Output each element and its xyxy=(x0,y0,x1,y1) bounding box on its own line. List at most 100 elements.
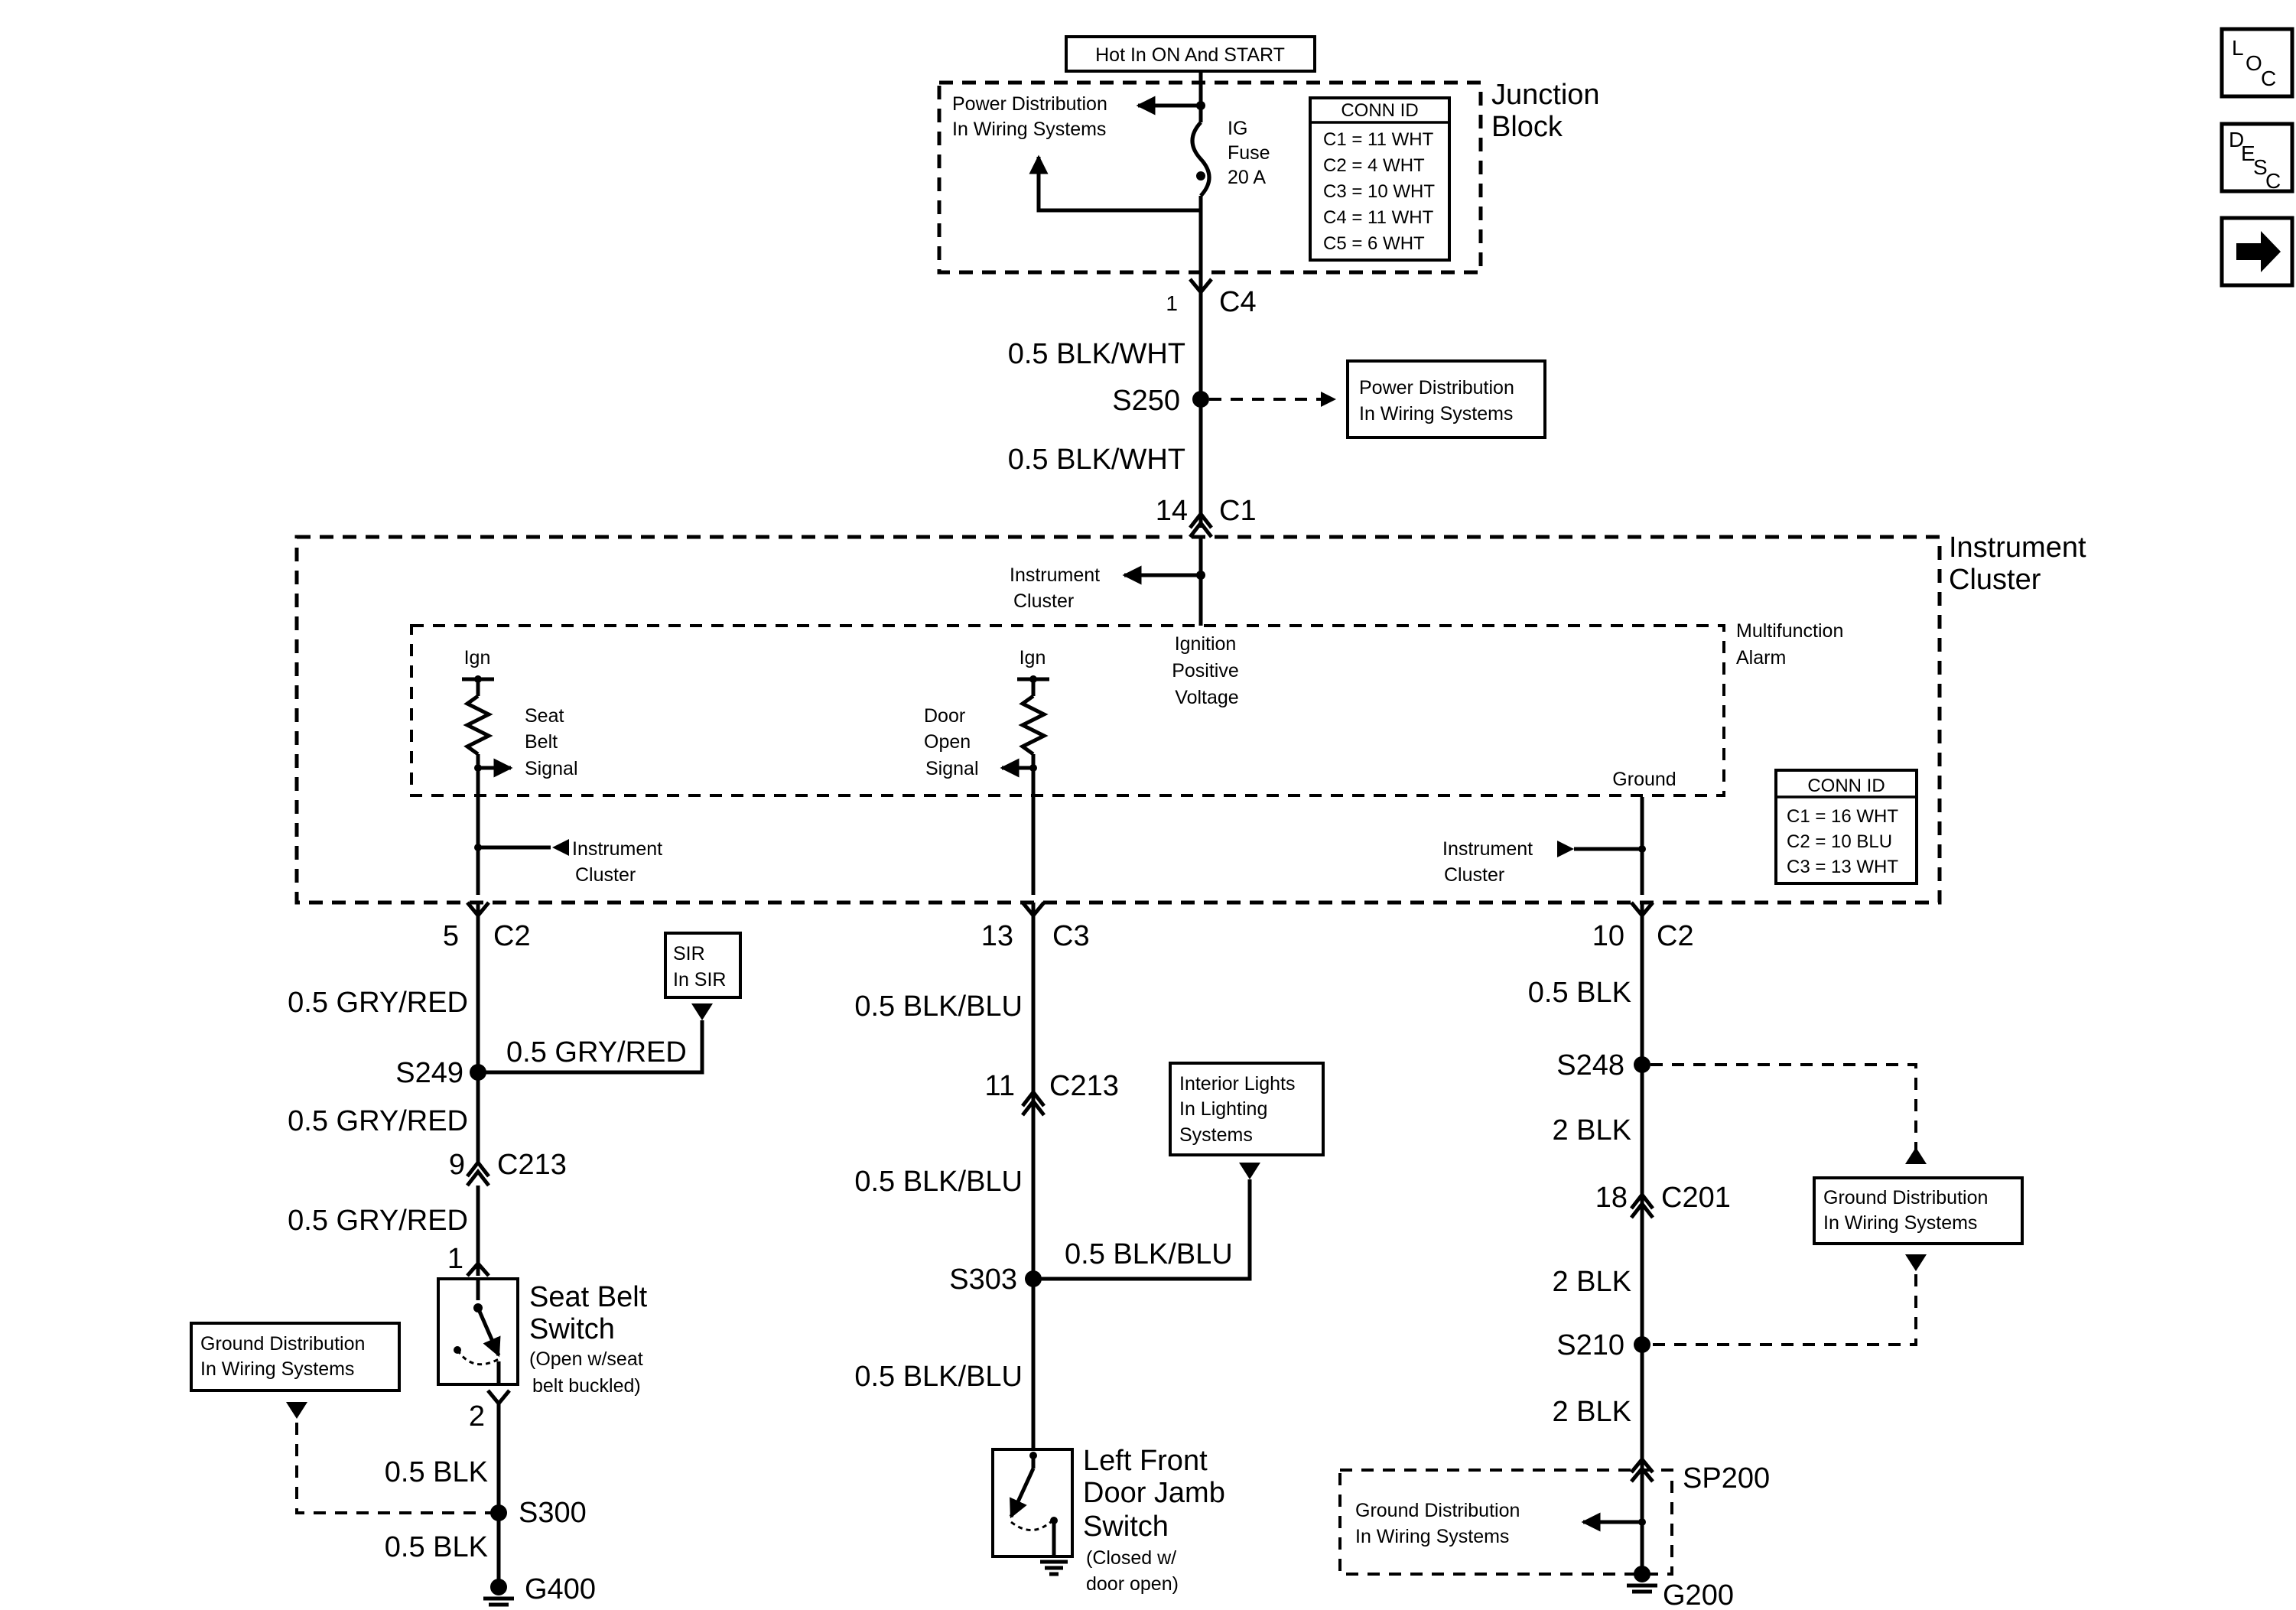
s210-gd-dashed-link xyxy=(1650,1274,1917,1346)
mfa-line1: Multifunction xyxy=(1736,620,1843,642)
il-line2: In Lighting xyxy=(1179,1098,1267,1120)
s303-label: S303 xyxy=(949,1264,1017,1296)
s249-label: S249 xyxy=(395,1057,463,1089)
seat-gd-box xyxy=(190,1322,401,1392)
door-branch-wire-label: 0.5 BLK/BLU xyxy=(1065,1238,1233,1270)
switch-pin-2: 2 xyxy=(469,1400,485,1433)
ic-conn-row: C2 = 10 BLU xyxy=(1787,831,1892,852)
jb-pd-line2: In Wiring Systems xyxy=(952,119,1106,140)
seat-wire2-label: 0.5 GRY/RED xyxy=(288,1105,468,1137)
jb-conn-row: C4 = 11 WHT xyxy=(1323,207,1434,228)
door-wire3-label: 0.5 BLK/BLU xyxy=(854,1361,1023,1393)
supply-label-box xyxy=(1065,35,1316,73)
jb-conn-row: C5 = 6 WHT xyxy=(1323,233,1425,254)
junction-block-title-2: Block xyxy=(1491,111,1563,143)
seat-wire1-label: 0.5 GRY/RED xyxy=(288,987,468,1019)
seat-wire3-label: 0.5 GRY/RED xyxy=(288,1205,468,1237)
sp200-outline xyxy=(1338,1469,1673,1576)
sir-line1: SIR xyxy=(673,943,705,964)
s300-label: S300 xyxy=(519,1497,587,1529)
seat-switch-title-1: Seat Belt xyxy=(529,1281,648,1313)
arrow-right-icon xyxy=(2236,231,2281,272)
interior-lights-box xyxy=(1169,1062,1325,1156)
loc-button[interactable]: L O C xyxy=(2220,27,2294,99)
ic-left-line1: Instrument xyxy=(572,838,662,860)
jb-pd-line1: Power Distribution xyxy=(952,93,1107,115)
fuse-label-1: IG xyxy=(1228,118,1247,139)
next-page-button[interactable] xyxy=(2220,216,2294,288)
s248-label: S248 xyxy=(1556,1049,1624,1081)
fuse-label-2: Fuse xyxy=(1228,142,1270,164)
seat-switch-note-2: belt buckled) xyxy=(532,1375,641,1397)
jb-conn-title: CONN ID xyxy=(1341,100,1418,121)
ig-fuse xyxy=(1190,121,1211,197)
desc-button[interactable]: D E S C xyxy=(2220,122,2294,194)
c3-label: C3 xyxy=(1052,920,1090,952)
door-switch-title-3: Switch xyxy=(1083,1511,1169,1543)
s210-splice xyxy=(1634,1336,1650,1353)
ign-pos-line2: Positive xyxy=(1172,660,1239,681)
sp200-label: SP200 xyxy=(1683,1462,1770,1495)
seat-sig-line2: Belt xyxy=(525,731,558,753)
door-switch-title-2: Door Jamb xyxy=(1083,1477,1225,1509)
c213-door-connector xyxy=(1021,1088,1046,1117)
s250-pd-box xyxy=(1346,359,1546,439)
feed-circuit: 0.5 BLK/WHT S250 Power Distribution In W… xyxy=(1008,275,1546,538)
ic-ground-label: Ground xyxy=(1612,769,1676,790)
instrument-cluster: Instrument Cluster Instrument Cluster Ig… xyxy=(294,532,2086,905)
c2-seat-pin: 5 xyxy=(443,920,459,952)
jb-conn-id-box xyxy=(1309,96,1451,262)
ign-pos-line1: Ignition xyxy=(1175,633,1237,655)
ground-gd-line1: Ground Distribution xyxy=(1823,1187,1988,1208)
ic-right-line1: Instrument xyxy=(1442,838,1533,860)
ic-title-1: Instrument xyxy=(1949,532,2086,564)
door-switch-note-1: (Closed w/ xyxy=(1086,1547,1176,1569)
jb-conn-row: C3 = 10 WHT xyxy=(1323,181,1435,202)
s250-splice xyxy=(1192,391,1209,408)
feed-wire-upper-label: 0.5 BLK/WHT xyxy=(1008,338,1185,370)
c201-label: C201 xyxy=(1661,1182,1731,1214)
junction-block: Hot In ON And START Junction Block Power… xyxy=(937,35,1600,318)
seat-switch-note-1: (Open w/seat xyxy=(529,1348,643,1370)
sir-arrow xyxy=(691,1003,713,1020)
sir-box xyxy=(664,932,742,999)
seat-wire4-label: 0.5 BLK xyxy=(385,1456,488,1488)
door-sig-line1: Door xyxy=(924,705,965,727)
c1-label: C1 xyxy=(1219,495,1257,527)
ground-wire3-label: 2 BLK xyxy=(1552,1266,1631,1298)
c2-ground-pin: 10 xyxy=(1592,920,1624,952)
ign-pos-line3: Voltage xyxy=(1175,687,1238,708)
desc-letter: S xyxy=(2253,155,2268,179)
door-sig-line2: Open xyxy=(924,731,971,753)
door-switch-contact xyxy=(1009,1467,1036,1519)
seat-belt-switch-contact xyxy=(476,1307,501,1358)
ground-gd2-line2: In Wiring Systems xyxy=(1355,1526,1509,1547)
ic-conn-id-box xyxy=(1774,769,1918,885)
s250-pd-line2: In Wiring Systems xyxy=(1359,403,1513,424)
sir-line2: In SIR xyxy=(673,969,726,990)
seat-sig-line1: Seat xyxy=(525,705,564,727)
door-pullup-resistor xyxy=(1018,694,1049,756)
loc-letter: L xyxy=(2232,36,2244,60)
ic-conn-title: CONN ID xyxy=(1807,776,1885,796)
c213-seat-connector xyxy=(466,1159,490,1187)
c4-label: C4 xyxy=(1219,286,1257,318)
ic-left-line2: Cluster xyxy=(575,864,636,886)
c213-door-pin: 11 xyxy=(985,1070,1015,1102)
seat-switch-title-2: Switch xyxy=(529,1313,615,1345)
jb-conn-row: C1 = 11 WHT xyxy=(1323,129,1434,150)
feed-wire-lower-label: 0.5 BLK/WHT xyxy=(1008,444,1185,476)
seat-gd-line1: Ground Distribution xyxy=(200,1333,365,1355)
seat-belt-circuit: 5 C2 0.5 GRY/RED SIR In SIR S249 0.5 GRY… xyxy=(190,901,742,1607)
loc-letter: C xyxy=(2261,67,2276,90)
s250-label: S250 xyxy=(1112,385,1180,417)
c213-door-label: C213 xyxy=(1049,1070,1119,1102)
door-switch-title-1: Left Front xyxy=(1083,1445,1208,1477)
ground-wire4-label: 2 BLK xyxy=(1552,1396,1631,1428)
s300-splice xyxy=(490,1504,507,1521)
s303-interior-branch xyxy=(1033,1179,1252,1281)
desc-letter: E xyxy=(2241,141,2255,165)
ground-wire2-label: 2 BLK xyxy=(1552,1114,1631,1147)
multifunction-alarm-outline xyxy=(410,624,1725,797)
switch-pin-1: 1 xyxy=(447,1243,463,1275)
